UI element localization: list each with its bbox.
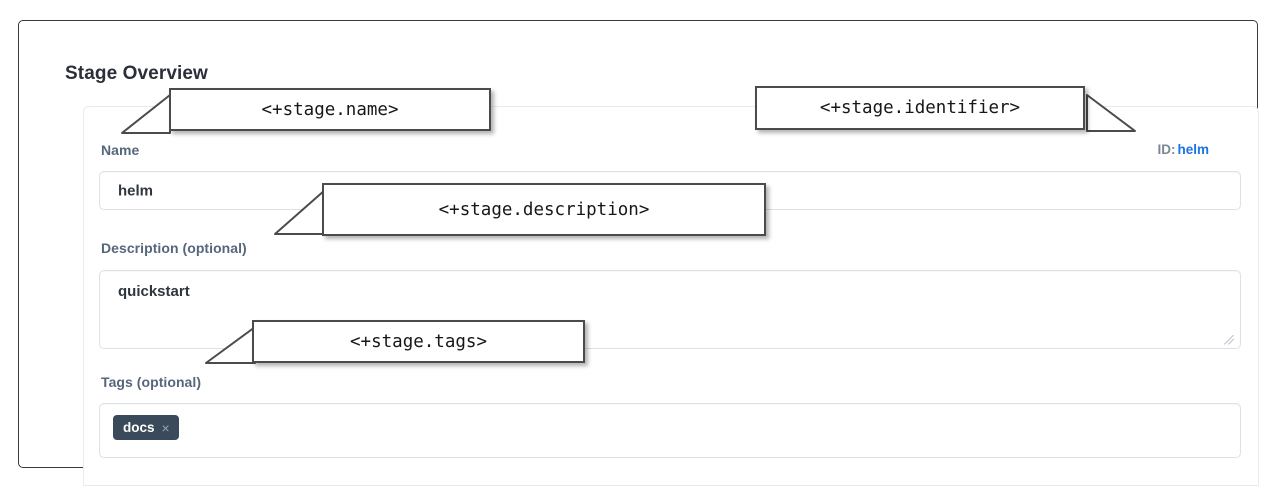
tag-chip-docs[interactable]: docs × <box>113 415 179 440</box>
callout-stage-tags-text: <+stage.tags> <box>350 331 487 352</box>
callout-stage-description: <+stage.description> <box>322 183 766 236</box>
callout-stage-tags: <+stage.tags> <box>252 320 585 363</box>
callout-tail-identifier <box>1086 94 1136 132</box>
name-field-label: Name <box>101 142 140 158</box>
tags-field-label: Tags (optional) <box>101 374 202 390</box>
page-title: Stage Overview <box>65 63 208 84</box>
name-input-value: helm <box>118 182 154 199</box>
callout-stage-identifier-text: <+stage.identifier> <box>819 98 1021 118</box>
tags-input[interactable]: docs × <box>99 403 1241 458</box>
callout-stage-name-text: <+stage.name> <box>261 99 399 120</box>
resize-handle-icon[interactable] <box>1224 332 1237 345</box>
tag-remove-icon[interactable]: × <box>161 419 170 436</box>
tag-chip-label: docs <box>123 419 155 435</box>
callout-stage-description-text: <+stage.description> <box>438 199 650 220</box>
stage-identifier-readout: ID:helm <box>1157 142 1209 157</box>
callout-stage-name: <+stage.name> <box>169 88 491 131</box>
description-textarea-value: quickstart <box>118 283 190 300</box>
description-field-label: Description (optional) <box>101 240 247 256</box>
stage-identifier-key: ID: <box>1157 142 1176 157</box>
stage-identifier-value[interactable]: helm <box>1177 142 1209 157</box>
callout-stage-identifier: <+stage.identifier> <box>755 86 1085 130</box>
